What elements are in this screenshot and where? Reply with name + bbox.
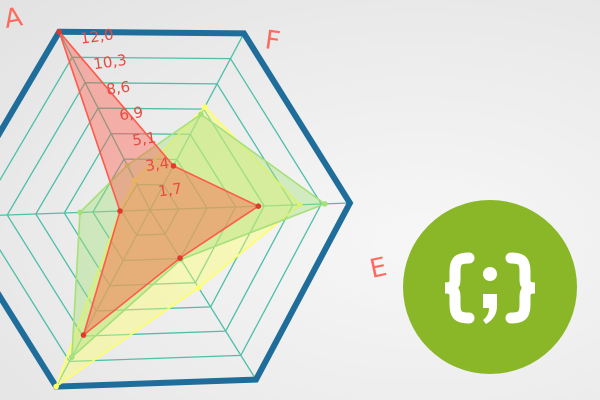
data-point: [297, 202, 303, 208]
tick-label: 1,7: [157, 179, 183, 200]
axis-spoke: [149, 202, 350, 211]
outer-frame: [0, 28, 354, 390]
data-point: [170, 163, 177, 169]
curly-braces-semicolon-icon: [444, 252, 536, 324]
data-point: [177, 255, 183, 261]
axis-spoke: [149, 33, 245, 211]
data-point: [124, 162, 131, 169]
data-point: [69, 354, 75, 361]
data-point: [195, 284, 202, 291]
data-point: [202, 104, 208, 110]
tick-label: 10,3: [92, 51, 128, 73]
data-point: [132, 177, 138, 184]
axis-spoke: [149, 209, 257, 380]
tick-label: 3,4: [144, 154, 170, 175]
tick-label: 6,9: [118, 103, 144, 124]
app-logo: [403, 200, 577, 374]
axis-label-a: A: [2, 2, 25, 35]
data-point: [80, 332, 87, 338]
data-point: [198, 111, 204, 118]
tick-labels: 1,7 3,4 5,1 6,9 8,6 10,3 12,0: [79, 25, 183, 200]
axis-label-e: E: [367, 252, 389, 285]
data-point: [53, 383, 59, 390]
data-point: [117, 208, 123, 214]
radar-series: [53, 29, 328, 390]
tick-label: 8,6: [105, 78, 131, 99]
data-point: [255, 203, 262, 209]
radar-frame: [0, 28, 354, 390]
tick-label: 12,0: [79, 25, 115, 47]
data-point: [77, 209, 83, 216]
axis-spoke: [0, 209, 151, 216]
data-point: [322, 201, 328, 207]
tick-label: 5,1: [131, 128, 157, 149]
data-point: [56, 29, 62, 35]
axis-label-f: F: [263, 25, 282, 57]
axis-labels: A F E: [2, 2, 390, 285]
